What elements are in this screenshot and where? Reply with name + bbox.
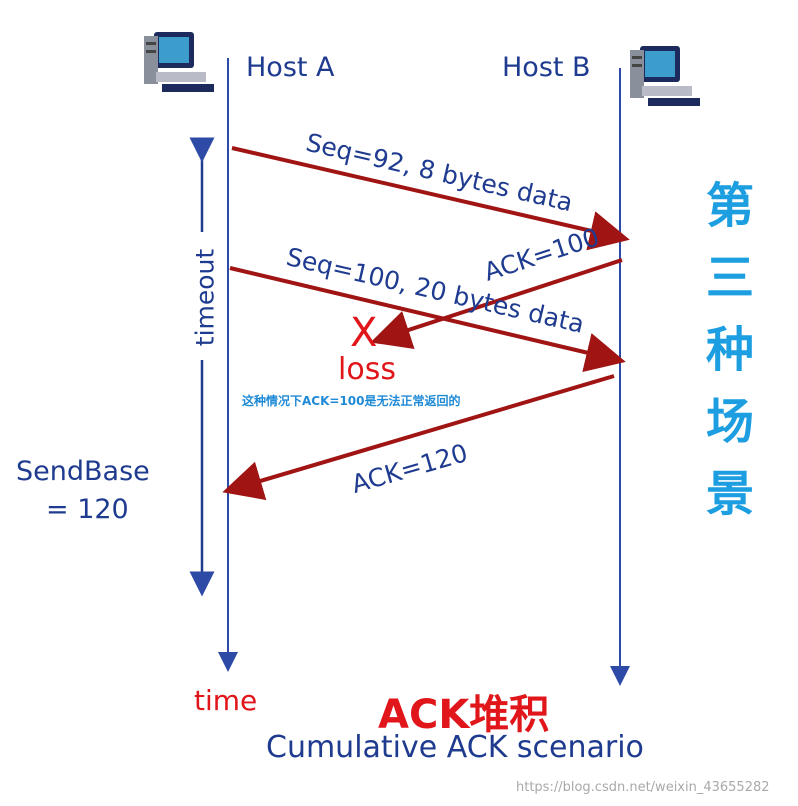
side-title: 第 三 种 场 景 — [705, 178, 754, 522]
watermark: https://blog.csdn.net/weixin_43655282 — [516, 780, 770, 795]
sendbase-line2: = 120 — [46, 494, 129, 525]
host-a-label: Host A — [246, 52, 335, 83]
sendbase-line1: SendBase — [16, 456, 150, 487]
scenario-title-cn: ACK堆积 — [378, 692, 550, 738]
ack120-arrow — [222, 374, 615, 501]
ack100-arrow — [370, 258, 623, 350]
scenario-title-en: Cumulative ACK scenario — [266, 730, 644, 765]
seq92-arrow — [231, 146, 630, 251]
computer-icon — [144, 32, 214, 92]
loss-note: 这种情况下ACK=100是无法正常返回的 — [242, 394, 461, 408]
timeout-label: timeout — [190, 248, 220, 347]
time-label: time — [194, 684, 258, 717]
seq100-arrow — [229, 266, 626, 373]
computer-icon — [630, 46, 700, 106]
loss-x-mark: X — [350, 310, 378, 356]
host-b-label: Host B — [502, 52, 591, 83]
loss-label: loss — [338, 352, 396, 387]
